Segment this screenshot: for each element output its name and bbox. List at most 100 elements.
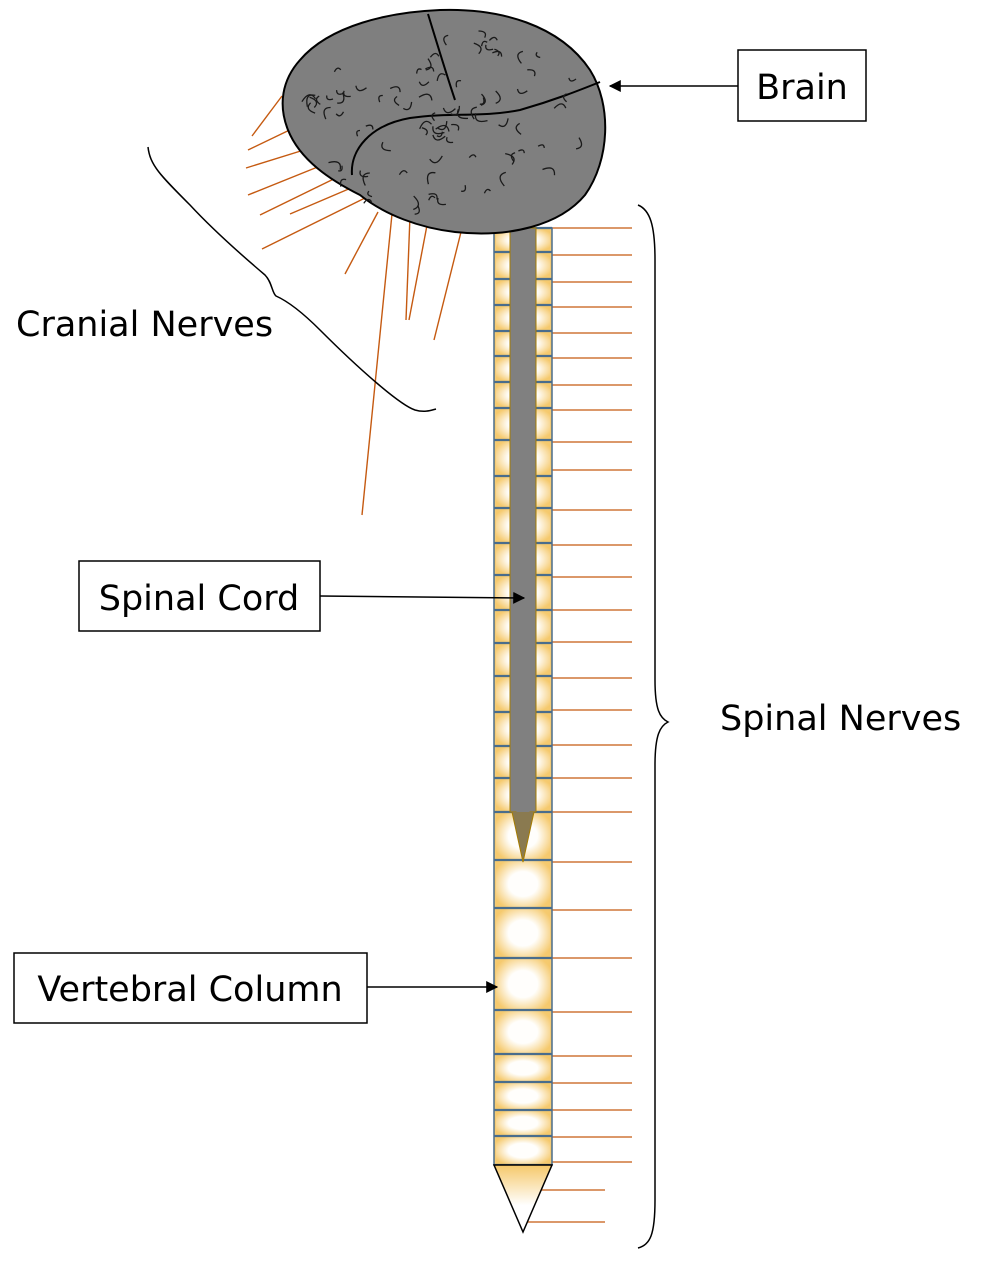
gyrus [480, 40, 488, 47]
gyrus [446, 136, 454, 144]
gyrus [499, 171, 507, 187]
brain-gyri [301, 30, 583, 215]
gyrus [413, 195, 420, 211]
gyrus [367, 190, 373, 198]
spinal-cord-arrow [319, 591, 526, 604]
gyrus [474, 113, 488, 123]
gyrus [419, 120, 432, 130]
gyrus [421, 127, 428, 136]
brain-label: Brain [756, 68, 848, 108]
gyrus [378, 94, 383, 103]
vertebral-column-label: Vertebral Column [37, 970, 342, 1010]
gyrus [328, 161, 342, 170]
vertebral-column-tip [492, 1164, 554, 1234]
gyrus [480, 93, 486, 106]
gyrus [359, 170, 369, 178]
gyrus [517, 50, 524, 64]
gyrus [335, 111, 345, 117]
gyrus [436, 73, 446, 82]
gyrus [429, 52, 440, 58]
gyrus [338, 165, 343, 172]
vertebra [496, 1111, 550, 1135]
gyrus [363, 198, 373, 204]
gyrus [515, 122, 522, 135]
gyrus [416, 68, 422, 74]
vertebral-column-label-box: Vertebral Column [13, 952, 499, 1024]
gyrus [505, 152, 515, 165]
spinal-nerves-brace [637, 204, 670, 1249]
gyrus [537, 144, 545, 149]
spinal-cord [509, 227, 537, 863]
gyrus [568, 77, 577, 82]
gyrus [418, 81, 430, 86]
gyrus [343, 90, 351, 98]
gyrus [356, 129, 361, 137]
gyrus [443, 34, 449, 46]
gyrus [365, 124, 374, 130]
vertebra [496, 1055, 550, 1081]
gyrus [437, 121, 448, 131]
gyrus [339, 178, 347, 187]
gyrus [562, 93, 568, 103]
gyrus [516, 88, 528, 95]
gyrus [428, 193, 438, 200]
gyrus [431, 112, 436, 122]
gyrus [460, 185, 467, 192]
gyrus [527, 69, 536, 77]
gyrus [456, 109, 469, 120]
gyrus [485, 44, 494, 51]
gyrus [315, 95, 321, 105]
gyrus [425, 66, 435, 72]
cranial-nerve-line [433, 227, 463, 341]
vertebra [496, 909, 550, 957]
gyrus [355, 85, 367, 92]
spinal-cord-label-box: Spinal Cord [78, 560, 526, 632]
gyrus [483, 188, 491, 194]
gyrus [381, 141, 391, 152]
gyrus [451, 123, 460, 131]
gyrus [389, 86, 401, 93]
gyrus [307, 102, 316, 114]
cranial-nerve-line [344, 211, 379, 275]
gyrus [455, 79, 462, 88]
vertebra [496, 1137, 550, 1164]
cranial-nerve-line [289, 184, 359, 215]
gyrus [323, 106, 331, 120]
gyrus [518, 149, 525, 154]
gyrus [478, 30, 487, 38]
gyrus [450, 105, 461, 116]
cranial-nerve-line [405, 215, 411, 321]
gyrus [436, 131, 444, 138]
cranial-nerve-line [361, 213, 393, 516]
gyrus [429, 155, 443, 164]
vertebra [496, 1011, 550, 1053]
spinal-nerves-label: Spinal Nerves [720, 699, 961, 739]
gyrus [535, 51, 541, 59]
gyrus [575, 137, 583, 150]
brain-label-box: Brain [608, 49, 867, 122]
vertebra [496, 1083, 550, 1109]
gyrus [425, 58, 432, 71]
gyrus [494, 48, 500, 57]
gyrus [470, 106, 477, 120]
gyrus [435, 124, 450, 132]
gyrus [398, 170, 408, 176]
gyrus [473, 42, 482, 55]
spinal-cord-label: Spinal Cord [99, 579, 299, 619]
gyrus [432, 134, 446, 141]
gyrus [426, 171, 436, 185]
cranial-nerve-line [408, 219, 429, 321]
spinal-nerves [528, 227, 632, 1223]
gyrus [418, 93, 433, 101]
brain [281, 8, 607, 235]
gyrus [306, 94, 316, 107]
gyrus [309, 96, 318, 108]
gyrus [393, 95, 400, 106]
cranial-nerve-line [261, 197, 366, 250]
vertebra [496, 959, 550, 1009]
vertebra [496, 861, 550, 907]
cranial-nerve-line [251, 95, 283, 137]
gyrus [542, 167, 556, 176]
cranial-nerves-brace [147, 146, 437, 413]
